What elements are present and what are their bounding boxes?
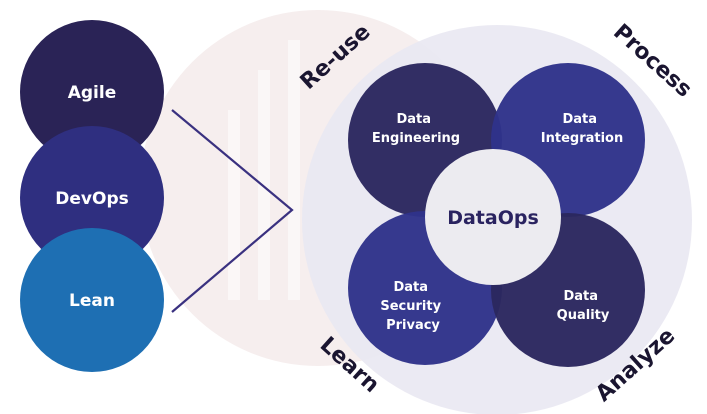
data-security-line1: Data [393, 280, 428, 295]
devops-circle [20, 126, 164, 270]
dataops-center-label: DataOps [447, 207, 539, 229]
connector-chevron [171, 109, 294, 313]
data-integration-label: Data Integration [541, 112, 623, 146]
data-quality-label: Data Quality [557, 289, 610, 323]
data-quality-line1: Data [563, 289, 598, 304]
lean-label: Lean [69, 291, 115, 311]
agile-circle [20, 20, 164, 164]
data-integration-line2: Integration [541, 131, 623, 146]
practice-group: Data Engineering Data Integration Data S… [348, 63, 645, 367]
lean-circle [20, 228, 164, 372]
dataops-center-circle [425, 149, 561, 285]
data-security-line3: Privacy [386, 318, 440, 333]
data-engineering-label: Data Engineering [372, 112, 460, 146]
data-quality-line2: Quality [557, 308, 610, 323]
data-engineering-line1: Data [396, 112, 431, 127]
data-security-line2: Security [380, 299, 441, 314]
devops-label: DevOps [55, 189, 128, 209]
agile-label: Agile [68, 83, 117, 103]
data-integration-line1: Data [562, 112, 597, 127]
data-security-privacy-label: Data Security Privacy [380, 280, 445, 333]
watermark-bars [228, 40, 300, 300]
data-engineering-line2: Engineering [372, 131, 460, 146]
methodology-group: Agile DevOps Lean [20, 20, 164, 372]
